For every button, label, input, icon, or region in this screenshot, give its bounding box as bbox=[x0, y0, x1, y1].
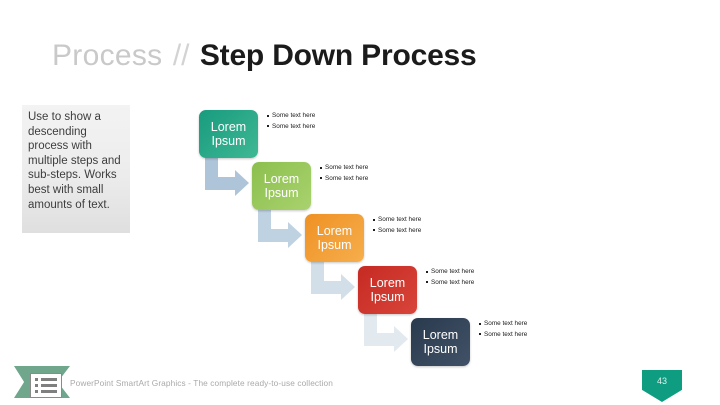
step-label-line1: Lorem bbox=[422, 327, 459, 342]
connector-arrow-4 bbox=[364, 312, 408, 352]
list-icon-row bbox=[35, 384, 57, 387]
arrow-head bbox=[341, 274, 355, 300]
step-label-line2: Ipsum bbox=[264, 186, 299, 200]
bullet-item: Some text here bbox=[426, 279, 478, 287]
bullet-item: Some text here bbox=[373, 227, 425, 235]
description-text: Use to show a descending process with mu… bbox=[28, 111, 121, 211]
title-main: Step Down Process bbox=[199, 39, 477, 72]
bullet-item: Some text here bbox=[320, 164, 372, 172]
bullet-item: Some text here bbox=[320, 175, 372, 183]
connector-arrow-2 bbox=[258, 208, 302, 248]
bullet-item: Some text here bbox=[267, 123, 319, 131]
step-label-line1: Lorem bbox=[369, 275, 406, 290]
bullet-item: Some text here bbox=[267, 112, 319, 120]
bullet-item: Some text here bbox=[479, 320, 531, 328]
list-icon-line bbox=[41, 384, 57, 387]
step-label-line2: Ipsum bbox=[211, 134, 246, 148]
list-icon-bullet bbox=[35, 390, 38, 393]
arrow-head bbox=[394, 326, 408, 352]
arrow-bar bbox=[311, 281, 341, 294]
step-label-line1: Lorem bbox=[210, 119, 247, 134]
arrow-head bbox=[288, 222, 302, 248]
arrow-bar bbox=[205, 177, 235, 190]
arrow-head bbox=[235, 170, 249, 196]
connector-arrow-3 bbox=[311, 260, 355, 300]
bullet-item: Some text here bbox=[373, 216, 425, 224]
step-label-line2: Ipsum bbox=[423, 342, 458, 356]
step-label-line2: Ipsum bbox=[370, 290, 405, 304]
title-prefix: Process bbox=[52, 39, 163, 72]
step-label-line2: Ipsum bbox=[317, 238, 352, 252]
list-icon-bullet bbox=[35, 384, 38, 387]
list-icon-bullet bbox=[35, 378, 38, 381]
footer-text: PowerPoint SmartArt Graphics - The compl… bbox=[70, 378, 333, 388]
step-label-line1: Lorem bbox=[316, 223, 353, 238]
list-icon-row bbox=[35, 390, 57, 393]
list-icon-row bbox=[35, 378, 57, 381]
bullet-item: Some text here bbox=[479, 331, 531, 339]
bullet-item: Some text here bbox=[426, 268, 478, 276]
arrow-bar bbox=[258, 229, 288, 242]
arrow-bar bbox=[364, 333, 394, 346]
page-number-badge: 43 bbox=[642, 370, 682, 402]
description-panel bbox=[22, 105, 130, 233]
list-icon-line bbox=[41, 390, 57, 393]
list-icon-line bbox=[41, 378, 57, 381]
connector-arrow-1 bbox=[205, 156, 249, 196]
title-separator: // bbox=[172, 39, 190, 72]
list-icon bbox=[30, 373, 62, 398]
step-label-line1: Lorem bbox=[263, 171, 300, 186]
page-title: Process // Step Down Process bbox=[52, 38, 477, 74]
